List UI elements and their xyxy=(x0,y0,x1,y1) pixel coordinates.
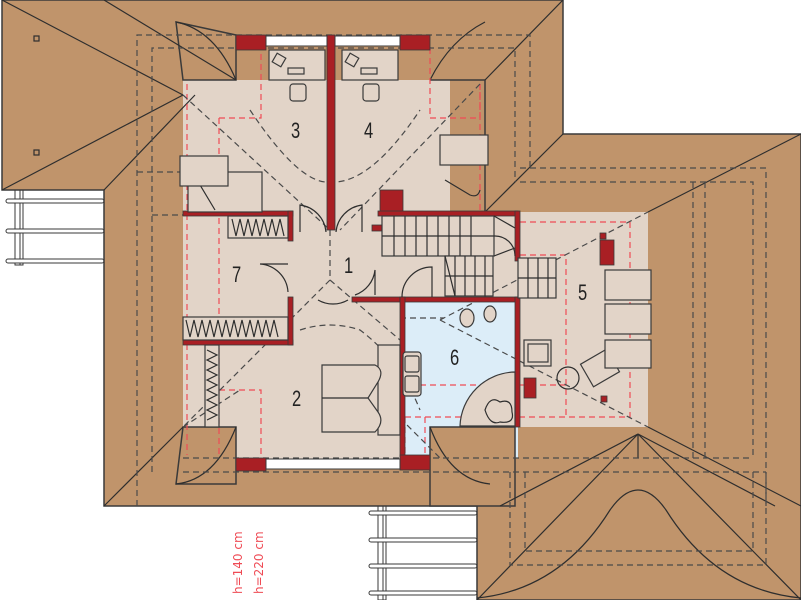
bathroom-fixtures xyxy=(402,305,516,427)
roof-vents xyxy=(33,35,40,156)
walls xyxy=(182,34,615,472)
height-note-220: h=220 cm xyxy=(252,531,266,594)
height-note-140: h=140 cm xyxy=(231,531,245,594)
room-label-4: 4 xyxy=(364,118,374,143)
windows xyxy=(265,35,401,470)
doors xyxy=(259,204,433,305)
balcony-railing-bottom xyxy=(368,504,478,600)
wardrobes xyxy=(182,215,289,428)
room-label-5: 5 xyxy=(578,280,588,305)
balcony-railing-left xyxy=(5,189,105,266)
roof-corner-sw xyxy=(175,426,237,485)
roof-eave-dashes xyxy=(136,34,767,566)
room-label-7: 7 xyxy=(232,262,242,287)
room-label-1: 1 xyxy=(344,253,354,278)
room-label-3: 3 xyxy=(291,118,301,143)
roof-corner-se xyxy=(429,426,516,507)
desks xyxy=(179,49,489,213)
room-5-furniture xyxy=(523,269,652,390)
stairs xyxy=(381,215,557,299)
room-label-2: 2 xyxy=(292,386,302,411)
bed xyxy=(321,344,401,436)
room-label-6: 6 xyxy=(450,345,460,370)
